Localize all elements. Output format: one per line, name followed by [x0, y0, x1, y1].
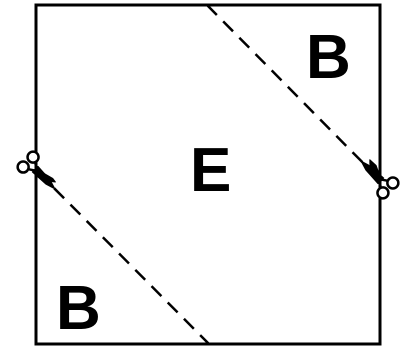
scissors-icon [16, 150, 56, 190]
label-top-right-region: B [306, 23, 351, 92]
cut-line-bottom-left [37, 171, 210, 345]
label-bottom-left-region: B [56, 274, 101, 343]
label-center-region: E [190, 136, 231, 205]
cut-line-top-right [206, 4, 379, 179]
scissors-icon [360, 159, 400, 200]
square-outline [34, 3, 382, 346]
